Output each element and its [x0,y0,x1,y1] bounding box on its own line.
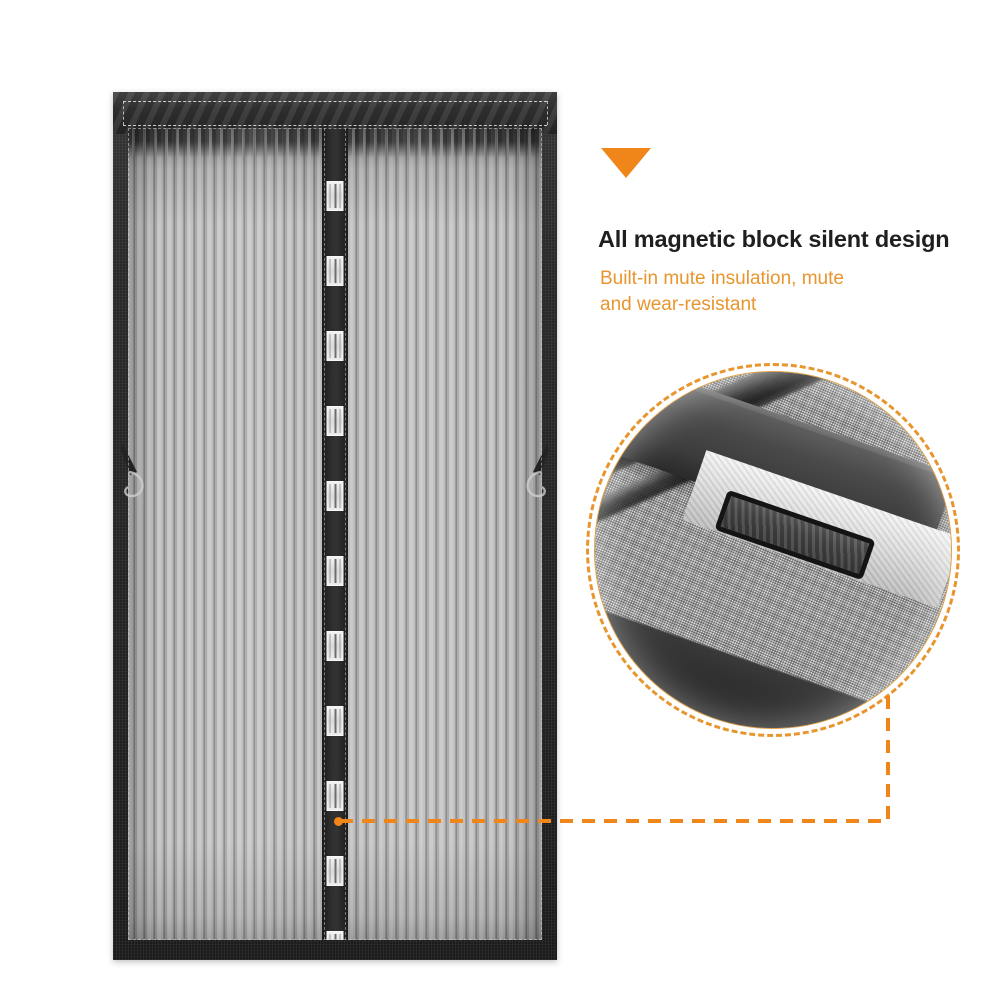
magnet-block [326,781,344,811]
magnet-block [326,931,344,940]
callout-subtitle: Built-in mute insulation, mute and wear-… [600,266,960,318]
right-tie-hook-icon [517,442,551,506]
magnet-block-closeup [586,363,960,737]
connector-anchor-dot [334,817,343,826]
header-stitch-left [123,101,124,125]
callout-heading: All magnetic block silent design [598,226,950,252]
door-header-band [113,92,557,134]
header-stitch-right [547,101,548,125]
magnet-block-highlighted [326,856,344,886]
callout-subtitle-line-1: Built-in mute insulation, mute [600,268,844,289]
magnet-block [326,406,344,436]
closeup-dashed-ring [586,363,960,737]
header-stitch-top [123,101,547,102]
center-seam [322,128,348,940]
magnet-block [326,331,344,361]
magnet-block [326,181,344,211]
callout-subtitle-line-2: and wear-resistant [600,294,757,315]
left-tie-hook-icon [119,442,153,506]
mesh-panel-left [128,128,320,940]
magnet-block [326,556,344,586]
header-stitch-bottom [123,125,547,126]
triangle-down-icon [601,148,651,178]
magnet-block [326,481,344,511]
mesh-panel-right [350,128,542,940]
magnet-block [326,631,344,661]
magnet-block [326,256,344,286]
magnet-block [326,706,344,736]
